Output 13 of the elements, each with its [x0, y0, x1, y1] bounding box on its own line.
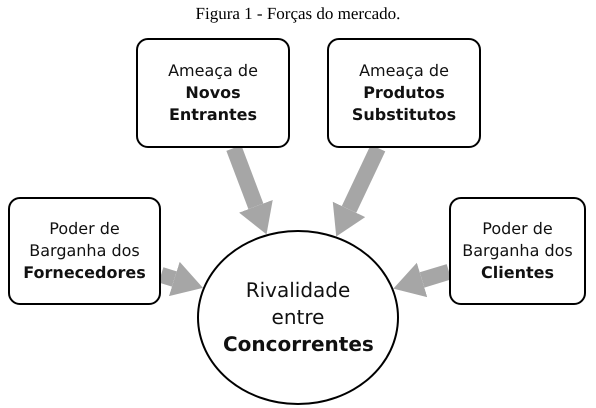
block-arrow — [158, 262, 203, 296]
node-text: Poder de Barganha dos Fornecedores — [22, 218, 147, 284]
figure-title: Figura 1 - Forças do mercado. — [194, 4, 402, 24]
node-text: Poder de Barganha dos Clientes — [461, 218, 574, 284]
node-text: Ameaça de Produtos Substitutos — [350, 60, 458, 126]
rounded-box — [136, 38, 290, 148]
rounded-box — [449, 197, 586, 305]
rounded-box — [8, 197, 161, 305]
rounded-box — [327, 38, 481, 148]
block-arrow — [226, 145, 273, 234]
node-text: Rivalidade entre Concorrentes — [222, 277, 375, 358]
block-arrow — [393, 262, 452, 298]
node-text: Ameaça de Novos Entrantes — [167, 60, 259, 126]
